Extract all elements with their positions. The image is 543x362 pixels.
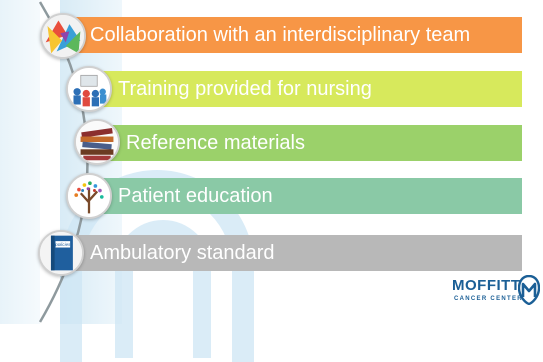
team-meeting-icon [66, 66, 112, 112]
item-bar [72, 235, 522, 271]
item-bar [100, 178, 522, 214]
item-label: Reference materials [126, 132, 305, 154]
binder-label: policies [54, 242, 71, 247]
list-item-patient-education: Patient education [100, 178, 522, 214]
policies-binder-icon: policies [38, 230, 84, 276]
logo-m-icon [518, 275, 540, 305]
item-label: Training provided for nursing [118, 78, 372, 100]
list-item-collaboration: Collaboration with an interdisciplinary … [72, 17, 522, 53]
logo-subtitle: CANCER CENTER [454, 296, 523, 302]
item-bar [72, 17, 522, 53]
colorful-collage-icon [40, 13, 86, 59]
item-label: Patient education [118, 185, 273, 207]
tree-icon [66, 173, 112, 219]
item-bar [108, 125, 522, 161]
item-bar [100, 71, 522, 107]
list-item-training: Training provided for nursing [100, 71, 522, 107]
item-label: Collaboration with an interdisciplinary … [90, 24, 471, 46]
item-label: Ambulatory standard [90, 242, 275, 264]
background-stripe-2 [0, 0, 40, 324]
moffitt-logo: MOFFITT CANCER CENTER [452, 275, 542, 311]
book-stack-icon [74, 119, 120, 165]
list-item-ambulatory: Ambulatory standard [72, 235, 522, 271]
logo-wordmark: MOFFITT [452, 277, 521, 294]
list-item-reference: Reference materials [108, 125, 522, 161]
